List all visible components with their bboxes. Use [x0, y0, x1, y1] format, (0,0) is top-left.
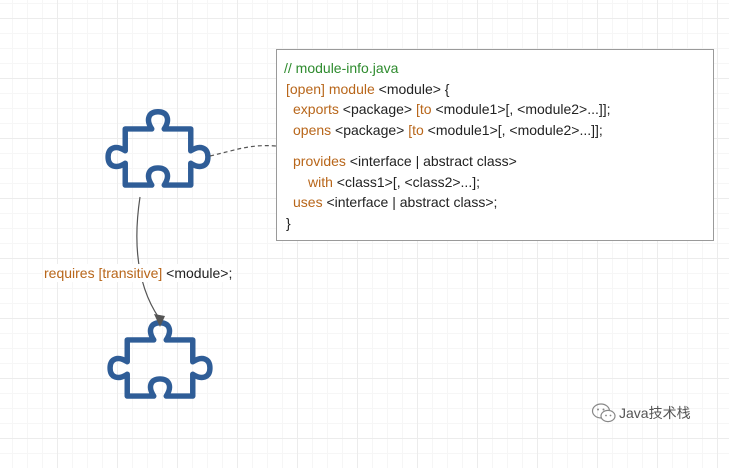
code-text: <module> { — [374, 80, 450, 97]
code-keyword: with — [308, 173, 333, 190]
code-text: <class1>[, <class2>...]; — [332, 173, 480, 190]
code-line: [open] module <module> { — [277, 79, 713, 100]
code-keyword: exports — [293, 101, 339, 117]
code-text: <package> — [338, 101, 416, 117]
requires-arrow-line — [136, 196, 160, 319]
watermark: Java技术栈 — [591, 402, 691, 424]
code-line: provides <interface | abstract class> — [277, 151, 713, 172]
requires-arrow-head — [154, 314, 165, 327]
dashed-connector — [209, 145, 277, 157]
code-keyword: uses — [293, 194, 323, 210]
code-line: exports <package> [to <module1>[, <modul… — [277, 99, 713, 120]
code-line: opens <package> [to <module1>[, <module2… — [277, 120, 713, 141]
code-line: } — [277, 213, 713, 234]
code-text: } — [286, 214, 291, 231]
code-line — [277, 140, 713, 151]
top-module-puzzle-icon — [108, 112, 208, 185]
code-comment: // module-info.java — [284, 60, 399, 76]
code-keyword: opens — [293, 121, 332, 138]
requires-keyword: requires — [44, 265, 95, 281]
code-keyword: [to — [415, 101, 432, 117]
module-info-code-box: // module-info.java [open] module <module… — [276, 49, 714, 241]
code-keyword: [open] — [286, 80, 325, 97]
code-text: <module1>[, <module2>...]]; — [423, 121, 603, 138]
code-text: <package> — [331, 121, 409, 138]
wechat-icon — [591, 403, 616, 423]
watermark-text: Java技术栈 — [619, 405, 691, 421]
code-text: <module1>[, <module2>...]]; — [431, 101, 611, 117]
requires-label: requires [transitive] <module>; — [43, 264, 234, 282]
code-text: <interface | abstract class> — [345, 153, 517, 169]
code-line: // module-info.java — [277, 58, 713, 79]
requires-module-text: <module>; — [162, 265, 233, 281]
requires-transitive-option: [transitive] — [98, 265, 163, 281]
code-keyword: provides — [293, 153, 346, 169]
code-line: uses <interface | abstract class>; — [277, 192, 713, 213]
code-keyword: module — [328, 80, 375, 97]
bottom-module-puzzle-icon — [110, 323, 210, 396]
code-line: with <class1>[, <class2>...]; — [277, 172, 713, 193]
code-text: <interface | abstract class>; — [322, 194, 498, 210]
code-keyword: [to — [408, 121, 424, 138]
